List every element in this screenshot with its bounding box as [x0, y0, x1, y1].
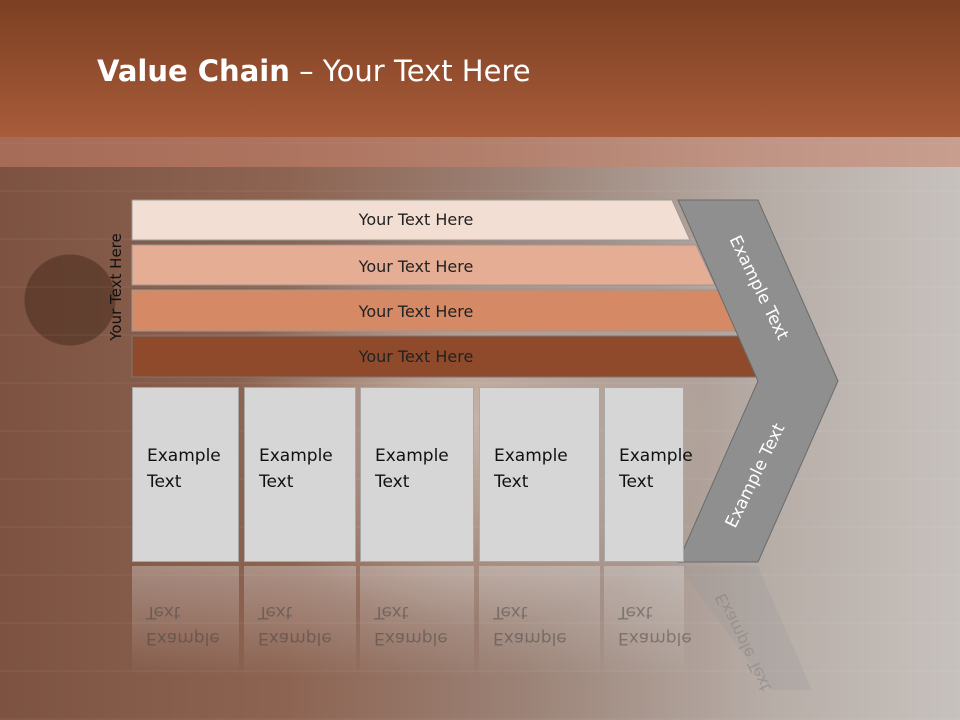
header-band	[0, 137, 960, 167]
chevron-shape[interactable]	[677, 199, 839, 563]
activity-box-5-reflection: Example Text	[604, 566, 692, 706]
activity-box-2[interactable]: Example Text	[244, 387, 356, 562]
title-rest: – Your Text Here	[289, 54, 531, 88]
activity-box-4[interactable]: Example Text	[479, 387, 600, 562]
activity-box-3-reflection: Example Text	[360, 566, 474, 706]
row-3-label: Your Text Here	[358, 302, 474, 321]
row-1-label: Your Text Here	[358, 210, 474, 229]
activity-box-1-reflection: Example Text	[132, 566, 239, 706]
header-bar	[0, 0, 960, 137]
activity-box-1[interactable]: Example Text	[132, 387, 239, 562]
chevron-reflection: Example Text	[678, 566, 812, 695]
row-1-shape[interactable]	[131, 199, 691, 241]
row-2-label: Your Text Here	[358, 257, 474, 276]
activity-box-4-reflection: Example Text	[479, 566, 600, 706]
activity-box-2-reflection: Example Text	[244, 566, 356, 706]
activity-box-3[interactable]: Example Text	[360, 387, 474, 562]
activity-box-5[interactable]: Example Text	[604, 387, 693, 562]
row-2-shape[interactable]	[131, 244, 716, 286]
row-4-label: Your Text Here	[358, 347, 474, 366]
title-bold: Value Chain	[97, 54, 290, 88]
slide-title: Value Chain – Your Text Here	[97, 54, 531, 88]
